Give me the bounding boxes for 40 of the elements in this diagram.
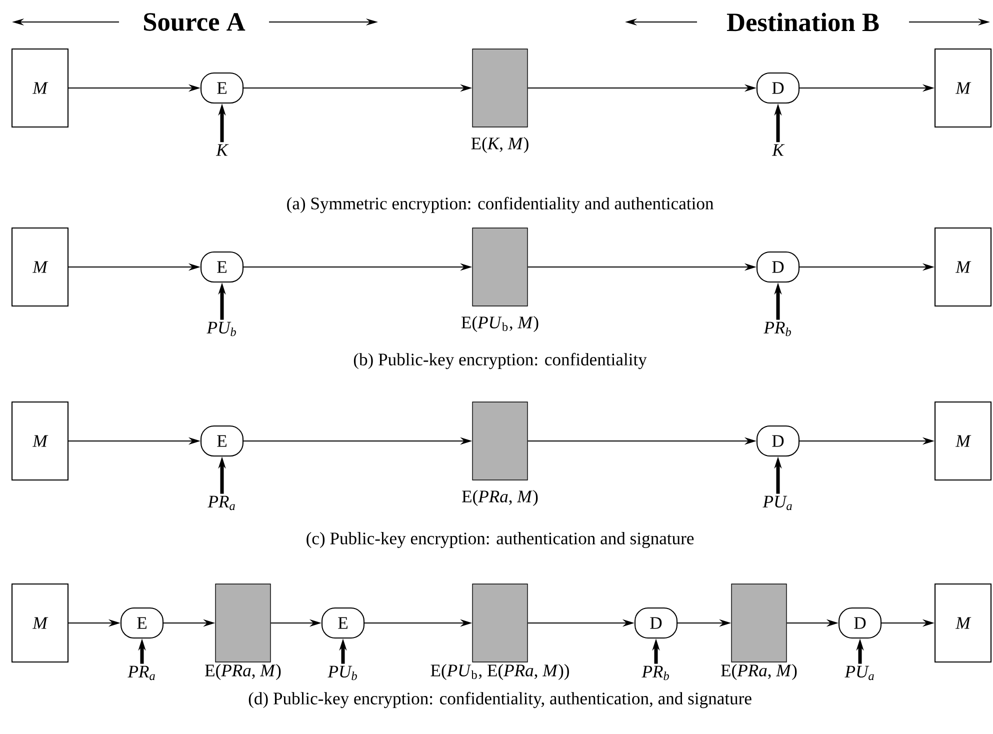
key-label: PU$_{a}$ bbox=[762, 496, 792, 510]
operation-node: D bbox=[838, 607, 882, 639]
message-box: M bbox=[11, 227, 69, 307]
message-box: M bbox=[934, 401, 992, 481]
section-heading: Destination B bbox=[726, 12, 879, 32]
operation-node: E bbox=[200, 251, 244, 283]
caption: (c) Public-key encryption: authentication and signature bbox=[306, 532, 694, 548]
message-box: M bbox=[934, 48, 992, 128]
message-box: M bbox=[934, 227, 992, 307]
message-box: M bbox=[11, 583, 69, 663]
message-box: M bbox=[11, 48, 69, 128]
caption: (b) Public-key encryption: confidentiality bbox=[354, 352, 647, 370]
operation-node: E bbox=[200, 72, 244, 104]
key-label: PU$_{b}$ bbox=[328, 666, 357, 680]
cipher-label: E(PRa, M) bbox=[721, 664, 797, 680]
cipher-label: E(PU$_{b}$, E(PRa, M)) bbox=[430, 664, 569, 680]
section-heading: Source A bbox=[144, 13, 246, 31]
operation-node: E bbox=[120, 607, 164, 639]
key-label: PU$_{b}$ bbox=[206, 322, 236, 336]
operation-node: E bbox=[200, 425, 244, 457]
operation-node: D bbox=[634, 607, 678, 639]
key-label: PR$_{a}$ bbox=[208, 496, 235, 510]
key-label: K bbox=[216, 144, 229, 156]
message-box: M bbox=[934, 583, 992, 663]
key-label: PR$_{b}$ bbox=[764, 322, 791, 336]
caption: (d) Public-key encryption: confidentiality, authentication, and signature bbox=[248, 692, 752, 708]
key-label: PU$_{a}$ bbox=[844, 666, 874, 680]
cipher-label: E(K, M) bbox=[471, 137, 528, 153]
caption: (a) Symmetric encryption: confidentiality and authentication bbox=[287, 196, 714, 214]
key-label: PR$_{b}$ bbox=[642, 666, 669, 680]
cipher-label: E(PRa, M) bbox=[205, 664, 281, 680]
operation-node: D bbox=[756, 251, 800, 283]
operation-node: E bbox=[321, 607, 365, 639]
key-label: K bbox=[772, 144, 785, 156]
cipher-label: E(PRa, M) bbox=[462, 490, 538, 506]
operation-node: D bbox=[756, 72, 800, 104]
cipher-label: E(PU$_{b}$, M) bbox=[461, 316, 538, 332]
operation-node: D bbox=[756, 425, 800, 457]
key-label: PR$_{a}$ bbox=[128, 666, 155, 680]
message-box: M bbox=[11, 401, 69, 481]
